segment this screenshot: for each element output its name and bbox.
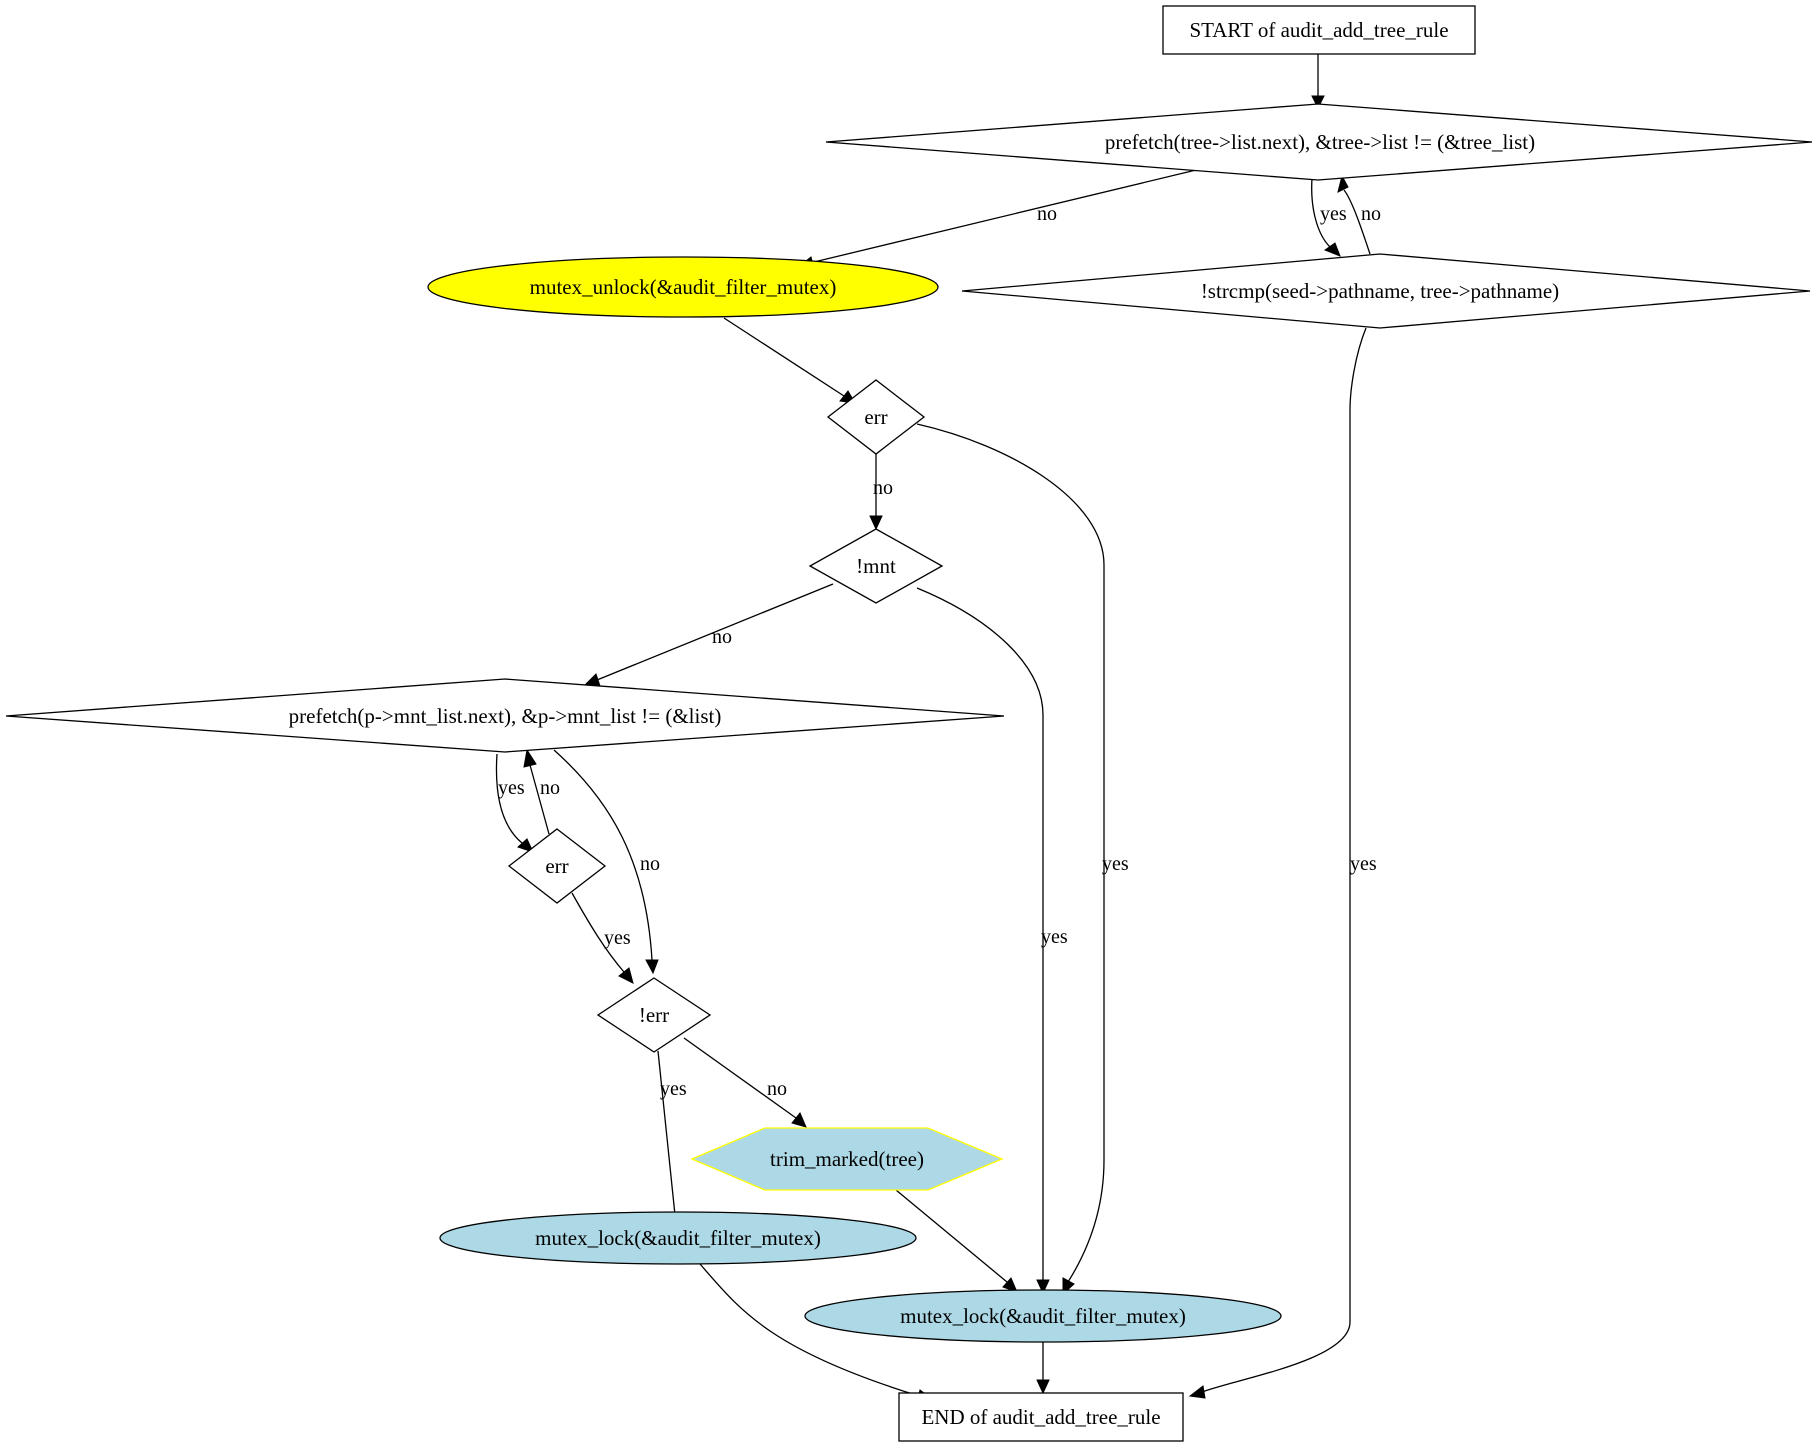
err-label: err: [864, 405, 887, 429]
trim-marked-hexagon: [690, 1127, 1004, 1191]
strcmp-label: !strcmp(seed->pathname, tree->pathname): [1201, 279, 1559, 303]
edge-label-loop-mnt-no: no: [640, 853, 660, 875]
edge-mnt-to-lock-b: [916, 587, 1044, 1280]
edge-label-loop-mnt-yes: yes: [498, 777, 525, 799]
mnt-loop-label: prefetch(p->mnt_list.next), &p->mnt_list…: [289, 704, 722, 728]
edge-label-strcmp-no: no: [1361, 203, 1381, 225]
edge-loop-mnt-to-err2-arrow: [517, 838, 534, 853]
edge-err2-to-not-err-arrow: [618, 967, 634, 984]
edge-loop-tree-to-unlock: [813, 169, 1197, 263]
edge-trim-to-lock-b: [895, 1189, 1008, 1283]
edges: [495, 54, 1371, 1403]
edge-strcmp-to-loop-tree-arrow: [1337, 174, 1349, 193]
mnt-diamond: [808, 528, 944, 604]
end-box: [898, 1392, 1184, 1442]
edge-lock-a-to-end: [699, 1263, 920, 1397]
edge-err-to-mnt-arrow: [869, 515, 883, 531]
edge-err-to-lock-b: [916, 423, 1105, 1283]
err-decision: err: [826, 379, 926, 455]
not-err-diamond: [596, 977, 712, 1053]
edge-label-not-err-yes: yes: [660, 1078, 687, 1100]
tree-loop-decision: prefetch(tree->list.next), &tree->list !…: [825, 103, 1813, 181]
trim-marked-label: trim_marked(tree): [770, 1147, 924, 1171]
mutex-unlock-node: mutex_unlock(&audit_filter_mutex): [427, 256, 939, 318]
edge-loop-mnt-to-not-err-arrow: [645, 959, 659, 975]
mutex-lock-a-ellipse: [439, 1211, 917, 1265]
err2-diamond: [507, 828, 607, 904]
edge-loop-mnt-to-err2: [495, 753, 523, 844]
edge-not-err-to-lock-a: [657, 1050, 676, 1216]
edge-not-err-to-trim: [683, 1037, 797, 1119]
start-node: START of audit_add_tree_rule: [1162, 5, 1476, 55]
edge-err2-to-not-err: [571, 892, 625, 973]
tree-loop-diamond: [825, 103, 1813, 181]
edge-mnt-to-loop-mnt: [596, 583, 834, 681]
err2-label: err: [545, 854, 568, 878]
strcmp-diamond: [961, 253, 1811, 329]
err2-decision: err: [507, 828, 607, 904]
trim-marked-node: trim_marked(tree): [690, 1127, 1004, 1191]
edge-label-err2-yes: yes: [604, 927, 631, 949]
edge-strcmp-to-end-arrow: [1188, 1385, 1206, 1399]
edge-loop-mnt-to-not-err: [553, 749, 653, 961]
edge-mnt-to-lock-b-arrow: [1036, 1279, 1050, 1295]
edge-label-mnt-no: no: [712, 626, 732, 648]
edge-strcmp-to-end: [1201, 327, 1367, 1393]
edge-err2-to-loop-mnt: [529, 764, 550, 835]
mnt-loop-decision: prefetch(p->mnt_list.next), &p->mnt_list…: [5, 678, 1005, 753]
edge-unlock-to-err: [723, 317, 845, 397]
end-node: END of audit_add_tree_rule: [898, 1392, 1184, 1442]
not-err-decision: !err: [596, 977, 712, 1053]
mnt-label: !mnt: [856, 554, 896, 578]
edge-label-strcmp-yes: yes: [1350, 853, 1377, 875]
edge-start-to-loop-tree-arrow: [1311, 95, 1325, 110]
strcmp-decision: !strcmp(seed->pathname, tree->pathname): [961, 253, 1811, 329]
err-diamond: [826, 379, 926, 455]
start-label: START of audit_add_tree_rule: [1189, 18, 1448, 42]
mutex-lock-b-ellipse: [804, 1289, 1282, 1343]
edge-loop-tree-to-strcmp: [1311, 177, 1331, 248]
edge-label-err-yes: yes: [1102, 853, 1129, 875]
edge-label-not-err-no: no: [767, 1078, 787, 1100]
edge-trim-to-lock-b-arrow: [1002, 1277, 1018, 1293]
mutex-lock-a-node: mutex_lock(&audit_filter_mutex): [439, 1211, 917, 1265]
mutex-unlock-ellipse: [427, 256, 939, 318]
start-box: [1162, 5, 1476, 55]
edge-label-mnt-yes: yes: [1041, 926, 1068, 948]
mutex-lock-b-node: mutex_lock(&audit_filter_mutex): [804, 1289, 1282, 1343]
edge-loop-tree-to-strcmp-arrow: [1323, 242, 1341, 257]
mutex-unlock-label: mutex_unlock(&audit_filter_mutex): [530, 275, 837, 299]
not-err-label: !err: [639, 1003, 669, 1027]
edge-label-err-no: no: [873, 477, 893, 499]
mnt-decision: !mnt: [808, 528, 944, 604]
mutex-lock-a-label: mutex_lock(&audit_filter_mutex): [535, 1226, 821, 1250]
end-label: END of audit_add_tree_rule: [921, 1405, 1160, 1429]
edge-label-loop-tree-no: no: [1037, 203, 1057, 225]
edge-label-loop-tree-yes: yes: [1320, 203, 1347, 225]
edge-not-err-to-trim-arrow: [791, 1112, 807, 1128]
tree-loop-label: prefetch(tree->list.next), &tree->list !…: [1105, 130, 1535, 154]
edge-lock-b-to-end-arrow: [1036, 1379, 1050, 1395]
mnt-loop-diamond: [5, 678, 1005, 753]
edge-strcmp-to-loop-tree: [1343, 189, 1371, 255]
mutex-lock-b-label: mutex_lock(&audit_filter_mutex): [900, 1304, 1186, 1328]
edge-labels: no yes no yes no yes no yes yes no no ye…: [498, 203, 1381, 1100]
edge-err2-to-loop-mnt-arrow: [523, 748, 537, 768]
edge-mnt-to-loop-mnt-arrow: [583, 673, 601, 687]
nodes: START of audit_add_tree_rule prefetch(tr…: [5, 5, 1813, 1442]
edge-label-err2-no: no: [540, 777, 560, 799]
